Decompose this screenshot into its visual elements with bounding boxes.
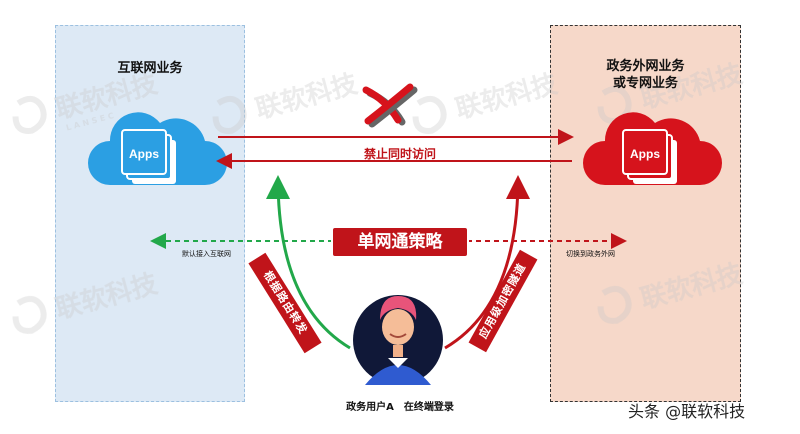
left-panel-title: 互联网业务 <box>117 61 183 76</box>
right-panel-title-line1: 政务外网业务 <box>606 59 685 74</box>
watermark-text: 联软科技 <box>638 259 746 315</box>
watermark-text: 联软科技 <box>253 69 361 125</box>
ban-simultaneous-access-label: 禁止同时访问 <box>363 147 436 161</box>
left-apps-cloud-icon: Apps <box>88 112 227 185</box>
watermark-text: 联软科技 <box>453 69 561 125</box>
watermark-text: 联软科技 <box>53 269 161 325</box>
forbidden-x-icon <box>362 83 418 128</box>
green-route-curve <box>266 175 351 350</box>
right-zone-panel <box>550 25 741 402</box>
default-internet-note: 默认接入互联网 <box>182 250 231 258</box>
switch-gov-network-note: 切换到政务外网 <box>566 250 615 258</box>
watermark-5: 联软科技 <box>12 269 161 334</box>
watermark-3: 联软科技 <box>412 69 561 134</box>
user-avatar <box>353 295 443 385</box>
user-login-label: 政务用户A 在终端登录 <box>346 402 454 413</box>
right-apps-label: Apps <box>630 147 660 161</box>
right-panel-title-line2: 或专网业务 <box>612 76 678 91</box>
left-zone-panel <box>55 25 245 402</box>
right-apps-cloud-icon: Apps <box>583 112 722 185</box>
left-apps-label: Apps <box>129 147 159 161</box>
footer-watermark: 头条 @联软科技 <box>628 402 746 421</box>
watermark-6: 联软科技 <box>597 259 746 324</box>
single-network-policy-label: 单网通策略 <box>333 228 467 256</box>
